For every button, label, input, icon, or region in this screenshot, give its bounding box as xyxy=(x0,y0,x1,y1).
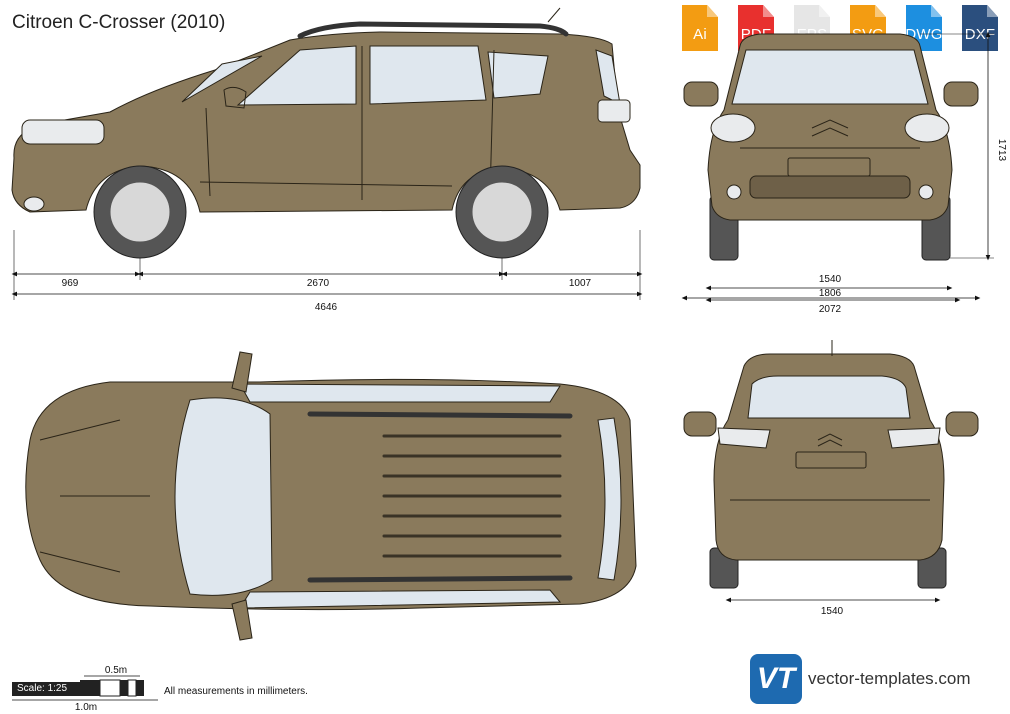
top-windshield xyxy=(174,397,273,596)
rear-mirror-left xyxy=(683,411,717,437)
dxf-file-icon[interactable]: DXF xyxy=(956,5,1004,51)
side-rear-rim xyxy=(471,181,533,243)
brand-link[interactable]: vector-templates.com xyxy=(808,669,971,688)
top-mirror-lower xyxy=(231,599,253,641)
side-headlight xyxy=(21,119,105,145)
side-window-rear xyxy=(369,45,487,105)
scale-label: Scale: 1:25 xyxy=(12,682,81,696)
dim-front-overhang: 969 xyxy=(62,278,79,289)
rear-plate xyxy=(795,451,867,469)
front-mirror-left xyxy=(683,81,719,107)
rear-window xyxy=(747,375,911,419)
dim-height: 1713 xyxy=(996,139,1007,162)
ai-file-icon[interactable]: Ai xyxy=(676,5,724,51)
rear-taillight-left xyxy=(717,427,771,449)
top-roof-rail-lower xyxy=(307,575,573,583)
side-window-front xyxy=(236,45,357,106)
front-headlight-right xyxy=(904,113,950,143)
dim-front-track: 1540 xyxy=(819,274,842,285)
top-side-glass-upper xyxy=(239,383,561,403)
side-mirror xyxy=(223,86,247,109)
rear-chevrons xyxy=(817,433,843,447)
top-hood-lines xyxy=(39,419,150,573)
rear-view xyxy=(683,340,979,589)
front-grille xyxy=(749,175,911,199)
top-view xyxy=(25,351,637,641)
page-title: Citroen C-Crosser (2010) xyxy=(12,12,226,33)
top-rear-glass xyxy=(597,417,622,581)
dimension-lines xyxy=(11,31,994,603)
side-view xyxy=(11,7,641,259)
dimension-labels: 969 2670 1007 4646 1713 1540 1806 2072 1… xyxy=(62,139,1007,617)
top-side-glass-lower xyxy=(239,589,562,609)
dim-mirror-width: 2072 xyxy=(819,304,842,315)
side-roof-rail xyxy=(297,21,569,39)
scale-one-meter: 1.0m xyxy=(75,702,97,713)
top-roof-rail-upper xyxy=(307,411,573,419)
front-view xyxy=(683,33,979,261)
front-fog-right xyxy=(918,184,934,200)
measurement-note: All measurements in millimeters. xyxy=(164,686,308,697)
format-sheet-0 xyxy=(682,5,718,51)
front-headlight-left xyxy=(710,113,756,143)
dim-body-width: 1806 xyxy=(819,288,842,299)
scale-half-meter: 0.5m xyxy=(105,665,127,676)
side-foglight xyxy=(23,196,45,212)
side-window-quarter xyxy=(487,51,549,99)
front-mirror-right xyxy=(943,81,979,107)
front-fog-left xyxy=(726,184,742,200)
dim-rear-overhang: 1007 xyxy=(569,278,592,289)
dim-rear-track: 1540 xyxy=(821,606,844,617)
vt-logo-icon[interactable]: VT xyxy=(750,654,802,704)
front-chevrons xyxy=(811,119,849,137)
top-mirror-upper xyxy=(231,351,253,393)
dim-length: 4646 xyxy=(315,302,338,313)
side-taillight xyxy=(597,99,631,123)
top-roof-slats xyxy=(382,434,562,558)
format-label: Ai xyxy=(693,26,707,43)
rear-mirror-right xyxy=(945,411,979,437)
scale-bar: 0.5m 1.0m xyxy=(12,665,158,713)
rear-taillight-right xyxy=(887,427,941,449)
dim-wheelbase: 2670 xyxy=(307,278,330,289)
side-front-rim xyxy=(109,181,171,243)
side-windshield xyxy=(181,55,263,103)
front-windshield xyxy=(731,49,929,105)
side-antenna xyxy=(547,7,561,23)
side-sill xyxy=(199,181,453,187)
format-sheet-5 xyxy=(962,5,998,51)
